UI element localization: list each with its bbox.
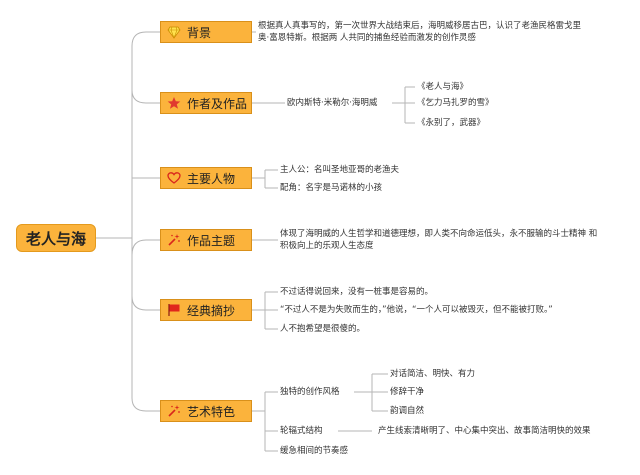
magic-wand-icon	[167, 404, 181, 418]
art-structure-label: 轮辐式结构	[280, 426, 323, 436]
root-topic[interactable]: 老人与海	[16, 224, 96, 252]
work-item: 《乞力马扎罗的雪》	[417, 98, 494, 108]
art-rhythm-label: 缓急相间的节奏感	[280, 446, 349, 456]
art-structure-desc: 产生线索清晰明了、中心集中突出、故事简洁明快的效果	[378, 426, 591, 436]
author-name: 欧内斯特·米勒尔·海明威	[287, 98, 378, 108]
quote-item: 不过话得说回来，没有一桩事是容易的。	[280, 287, 434, 297]
branch-author-label: 作者及作品	[187, 96, 248, 111]
background-text: 根据真人真事写的，第一次世界大战结束后，海明威移居古巴，认识了老渔民格雷戈里奥·…	[258, 21, 582, 43]
character-item: 主人公：名叫圣地亚哥的老渔夫	[280, 165, 400, 175]
flag-icon	[167, 303, 181, 317]
branch-background-label: 背景	[187, 25, 212, 40]
heart-icon	[167, 171, 181, 185]
art-style-item: 韵调自然	[390, 406, 425, 416]
branch-background[interactable]: 背景	[160, 21, 252, 43]
branch-quotes-label: 经典摘抄	[187, 303, 236, 318]
theme-text: 体现了海明威的人生哲学和道德理想，即人类不向命运低头，永不服输的斗士精神 和积极…	[280, 229, 598, 251]
quote-item: “不过人不是为失败而生的，”他说，“一个人可以被毁灭，但不能被打败。”	[280, 305, 553, 315]
branch-art[interactable]: 艺术特色	[160, 400, 252, 422]
root-topic-label: 老人与海	[25, 229, 86, 248]
gem-icon	[167, 25, 181, 39]
branch-art-label: 艺术特色	[187, 404, 236, 419]
star-icon	[167, 96, 181, 110]
branch-characters[interactable]: 主要人物	[160, 167, 252, 189]
magic-wand-icon	[167, 233, 181, 247]
character-item: 配角：名字是马诺林的小孩	[280, 183, 383, 193]
quote-item: 人不抱希望是很傻的。	[280, 324, 366, 334]
work-item: 《永别了，武器》	[417, 118, 486, 128]
art-style-item: 修辞干净	[390, 387, 425, 397]
art-style-item: 对话简洁、明快、有力	[390, 369, 476, 379]
work-item: 《老人与海》	[417, 82, 469, 92]
branch-characters-label: 主要人物	[187, 171, 236, 186]
art-style-label: 独特的创作风格	[280, 387, 340, 397]
branch-quotes[interactable]: 经典摘抄	[160, 299, 252, 321]
branch-author[interactable]: 作者及作品	[160, 92, 252, 114]
branch-theme-label: 作品主题	[187, 233, 236, 248]
branch-theme[interactable]: 作品主题	[160, 229, 252, 251]
